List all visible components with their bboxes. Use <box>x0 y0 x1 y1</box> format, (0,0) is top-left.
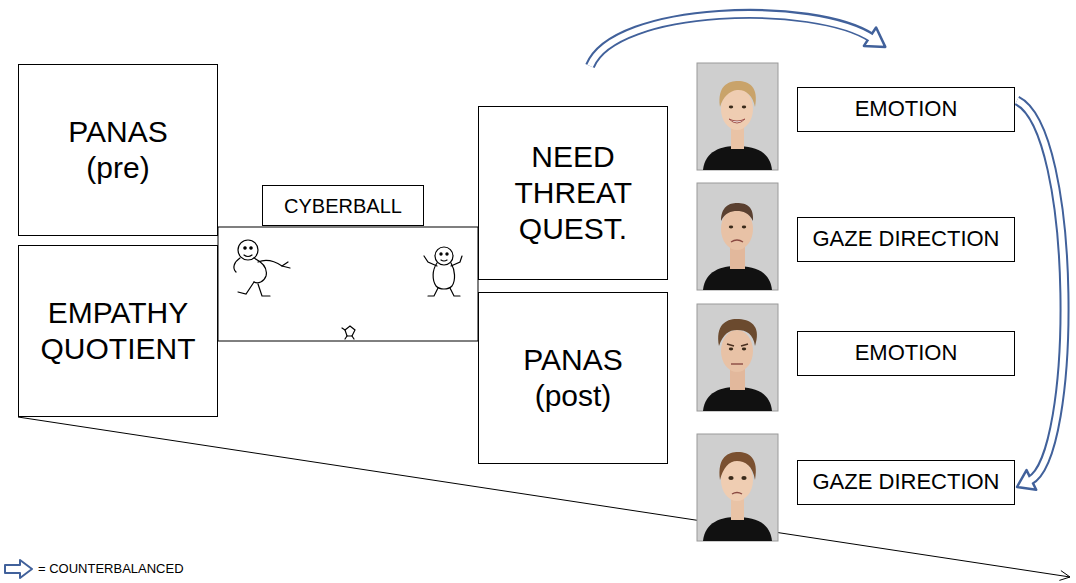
box-text: NEED THREAT QUEST. <box>514 139 631 247</box>
label-box: EMOTION <box>797 331 1015 376</box>
label-box: GAZE DIRECTION <box>797 460 1015 505</box>
process-box: NEED THREAT QUEST. <box>478 106 668 280</box>
box-text: GAZE DIRECTION <box>812 469 999 495</box>
legend-symbol <box>4 559 34 579</box>
box-text: EMOTION <box>855 340 958 366</box>
process-box: PANAS (pre) <box>18 64 218 236</box>
face-photo <box>697 304 778 411</box>
face-photo <box>697 434 778 541</box>
counterbalance-arrow <box>1017 101 1065 490</box>
cyberball-screen <box>218 227 478 341</box>
legend-text: = COUNTERBALANCED <box>38 561 184 577</box>
counterbalance-arrow <box>590 14 885 66</box>
label-box: EMOTION <box>797 87 1015 132</box>
box-text: CYBERBALL <box>284 194 402 218</box>
face-photo <box>697 63 778 170</box>
timeline-arrowhead <box>1059 571 1070 581</box>
box-text: PANAS (pre) <box>68 114 167 186</box>
face-photo <box>697 183 778 290</box>
process-box: EMPATHY QUOTIENT <box>18 245 218 417</box>
box-text: GAZE DIRECTION <box>812 226 999 252</box>
label-box: CYBERBALL <box>262 185 424 226</box>
legend-item: = COUNTERBALANCED <box>4 559 184 579</box>
label-box: GAZE DIRECTION <box>797 217 1015 262</box>
process-box: PANAS (post) <box>478 292 668 464</box>
box-text: EMOTION <box>855 96 958 122</box>
box-text: PANAS (post) <box>523 342 622 414</box>
box-text: EMPATHY QUOTIENT <box>41 295 196 367</box>
